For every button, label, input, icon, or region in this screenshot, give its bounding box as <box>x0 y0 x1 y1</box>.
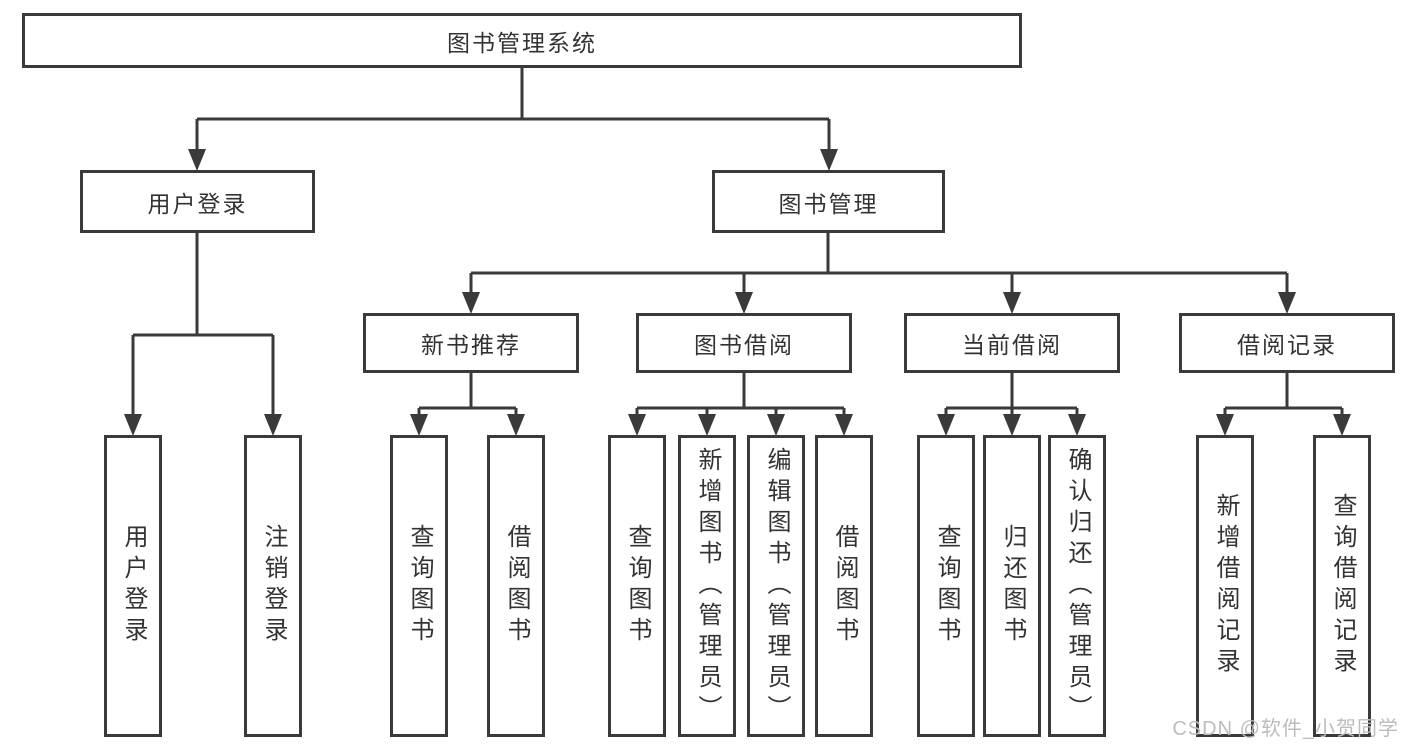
node-leaf-edit-book-admin: 编辑图书（管理员） <box>747 435 805 737</box>
node-user-login: 用户登录 <box>80 170 315 233</box>
arrowhead-icon <box>507 414 525 436</box>
node-book-management: 图书管理 <box>712 170 945 233</box>
arrowhead-icon <box>835 414 853 436</box>
node-current-borrowing: 当前借阅 <box>904 313 1120 373</box>
arrowhead-icon <box>1333 414 1351 436</box>
node-leaf-add-book-admin: 新增图书（管理员） <box>678 435 736 737</box>
arrowhead-icon <box>698 414 716 436</box>
connector-book-mgmt-to-level2 <box>462 233 1296 314</box>
connector-user-login-to-leaves <box>124 233 282 436</box>
node-leaf-query-books-recommend: 查询图书 <box>390 435 448 737</box>
connector-current-borrow-to-leaves <box>937 373 1086 436</box>
node-leaf-query-books-current: 查询图书 <box>917 435 975 737</box>
arrowhead-icon <box>820 149 838 171</box>
arrowhead-icon <box>1003 292 1021 314</box>
arrowhead-icon <box>937 414 955 436</box>
arrowhead-icon <box>1216 414 1234 436</box>
connector-book-borrow-to-leaves <box>628 373 853 436</box>
arrowhead-icon <box>735 292 753 314</box>
node-borrowing-records: 借阅记录 <box>1179 313 1395 373</box>
node-new-book-recommend: 新书推荐 <box>363 313 579 373</box>
connector-root-to-level1 <box>188 68 838 171</box>
node-root-system: 图书管理系统 <box>22 13 1022 68</box>
arrowhead-icon <box>188 149 206 171</box>
arrowhead-icon <box>410 414 428 436</box>
arrowhead-icon <box>124 414 142 436</box>
arrowhead-icon <box>462 292 480 314</box>
arrowhead-icon <box>767 414 785 436</box>
watermark: CSDN @软件_小贺同学 <box>1172 718 1399 740</box>
node-leaf-add-borrow-record: 新增借阅记录 <box>1196 435 1254 737</box>
node-leaf-return-book: 归还图书 <box>983 435 1041 737</box>
arrowhead-icon <box>1068 414 1086 436</box>
node-leaf-confirm-return-admin: 确认归还（管理员） <box>1048 435 1106 737</box>
node-leaf-borrow-books-recommend: 借阅图书 <box>487 435 545 737</box>
node-leaf-query-books-borrowing: 查询图书 <box>608 435 666 737</box>
arrowhead-icon <box>1003 414 1021 436</box>
node-leaf-query-borrow-record: 查询借阅记录 <box>1313 435 1371 737</box>
node-leaf-borrow-books: 借阅图书 <box>815 435 873 737</box>
node-leaf-user-login: 用户登录 <box>104 435 162 737</box>
node-book-borrowing: 图书借阅 <box>636 313 852 373</box>
connector-new-book-rec-to-leaves <box>410 373 525 436</box>
arrowhead-icon <box>628 414 646 436</box>
node-leaf-logout: 注销登录 <box>244 435 302 737</box>
arrowhead-icon <box>264 414 282 436</box>
arrowhead-icon <box>1278 292 1296 314</box>
connector-borrow-records-to-leaves <box>1216 373 1351 436</box>
